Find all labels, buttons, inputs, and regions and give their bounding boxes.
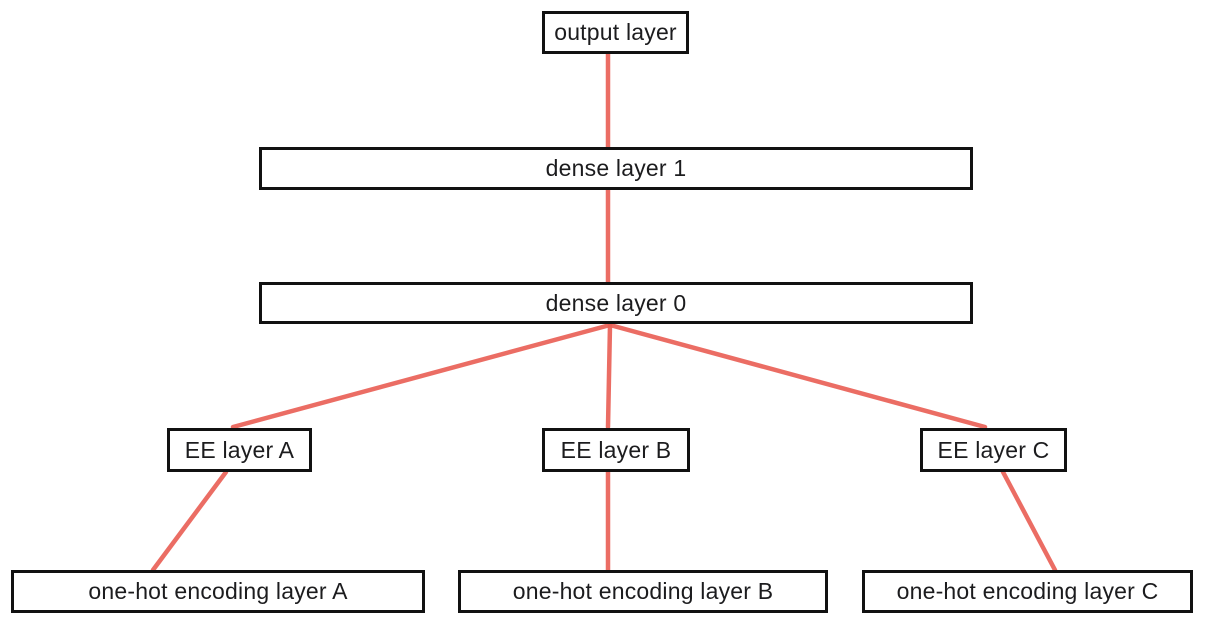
- node-one-hot-encoding-layer-a: one-hot encoding layer A: [11, 570, 425, 613]
- node-ee-layer-c: EE layer C: [920, 428, 1067, 472]
- edge-ee_c-to-onehot_c: [1000, 469, 1058, 573]
- edge-ee_a-to-onehot_a: [150, 469, 229, 573]
- node-ee-layer-a: EE layer A: [167, 428, 312, 472]
- node-output-layer: output layer: [542, 11, 689, 54]
- edge-dense0-to-ee_c: [607, 322, 988, 430]
- node-one-hot-encoding-layer-b: one-hot encoding layer B: [458, 570, 828, 613]
- node-dense-layer-1: dense layer 1: [259, 147, 973, 190]
- node-dense-layer-0: dense layer 0: [259, 282, 973, 324]
- node-one-hot-encoding-layer-c: one-hot encoding layer C: [862, 570, 1193, 613]
- edge-dense0-to-ee_a: [230, 322, 613, 430]
- edge-dense0-to-ee_b: [605, 322, 613, 430]
- node-ee-layer-b: EE layer B: [542, 428, 690, 472]
